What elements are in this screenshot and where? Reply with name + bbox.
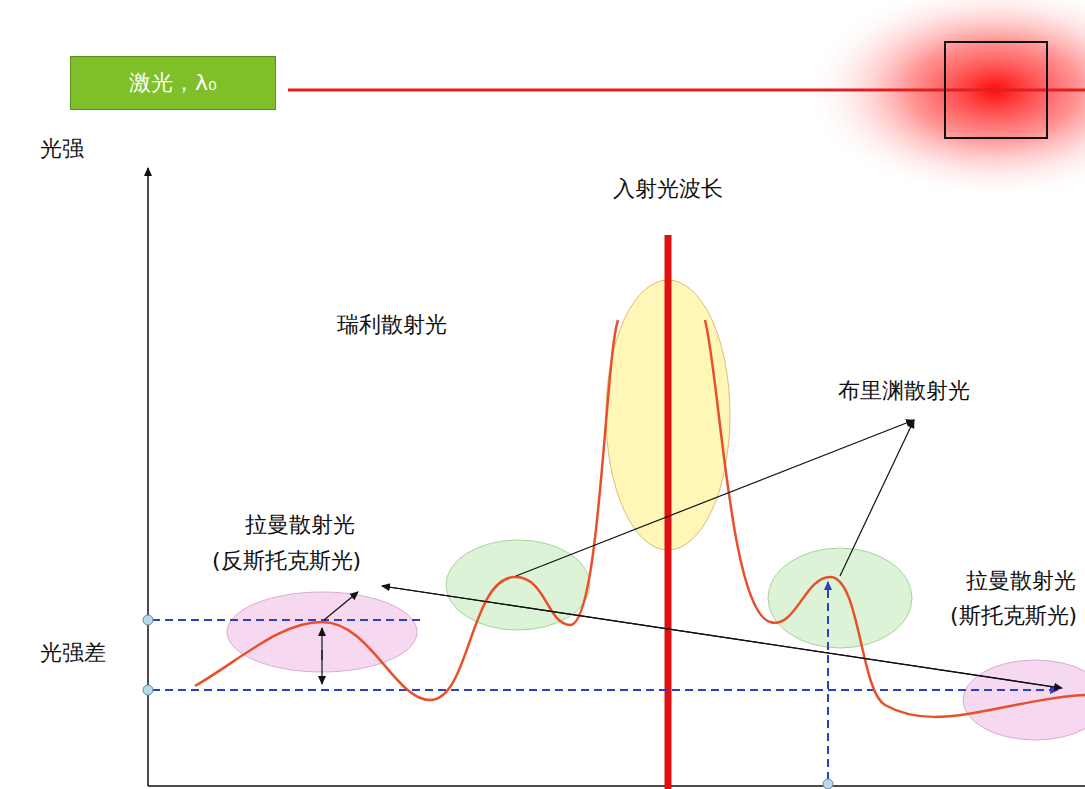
axis-label: 光强差 (40, 640, 106, 665)
rayleigh-label: 瑞利散射光 (337, 312, 447, 337)
raman-label: 拉曼散射光 (245, 512, 355, 537)
axis-label: 光强 (40, 136, 84, 161)
laser-box: 激光，λ₀ (70, 56, 276, 110)
raman-label: (斯托克斯光) (950, 603, 1077, 628)
brillouin-label: 布里渊散射光 (838, 378, 970, 403)
wavelength-label: 入射光波长 (613, 176, 723, 201)
raman-label: 拉曼散射光 (966, 568, 1076, 593)
laser-label: 激光，λ₀ (129, 68, 217, 98)
raman-label: (反斯托克斯光) (212, 548, 361, 573)
